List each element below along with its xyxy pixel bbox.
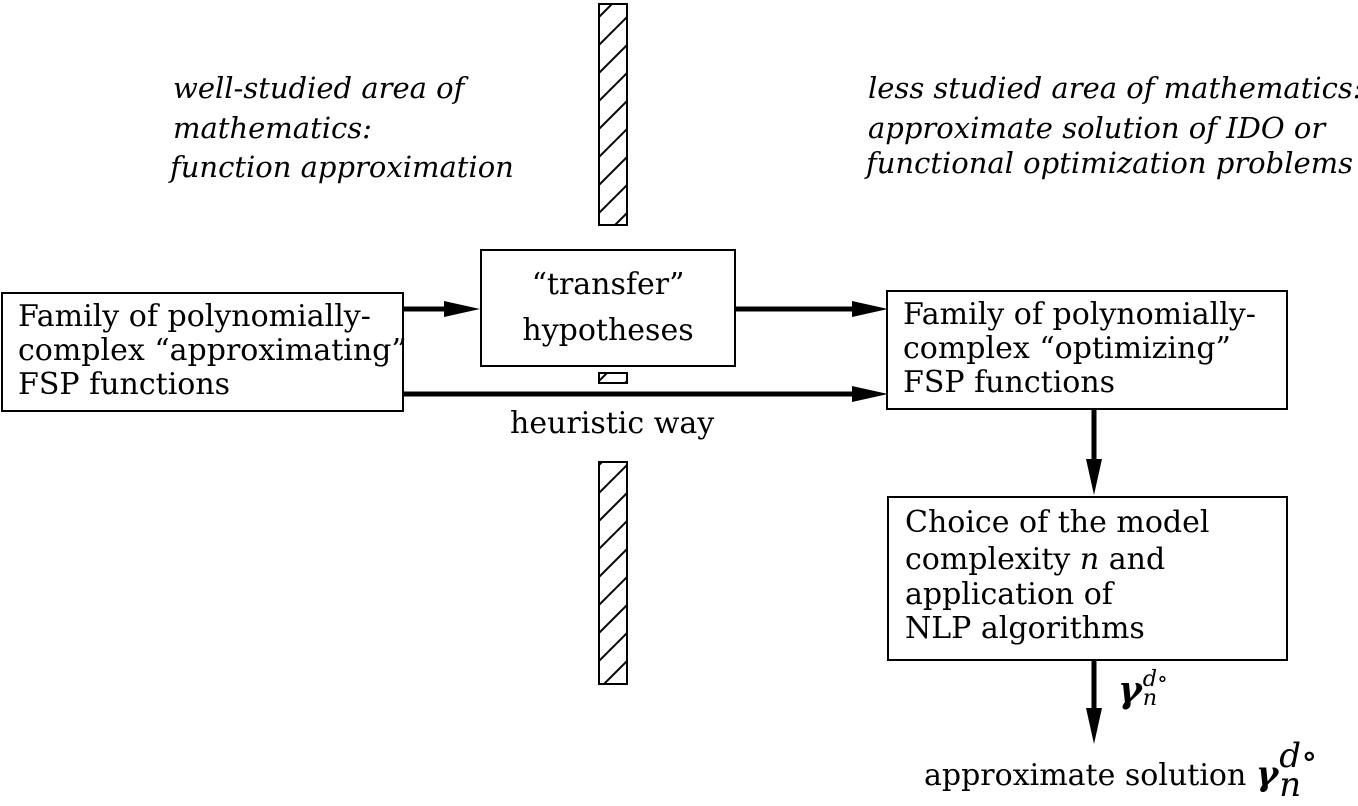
- left-area-line-3: function approximation: [170, 150, 514, 184]
- bottom-barrier: [598, 461, 628, 685]
- arrow-heuristic-way: [403, 386, 888, 402]
- result-gamma-symbol: γ: [1255, 753, 1279, 794]
- choice-box-line-2-prefix: complexity: [905, 542, 1080, 577]
- optimizing-functions-box: [886, 290, 1288, 410]
- choice-box-line-1: Choice of the model: [905, 505, 1210, 540]
- gamma-symbol: γ: [1118, 669, 1142, 711]
- diagram-graphics: [403, 3, 1102, 744]
- right-area-line-2: approximate solution of IDO or: [868, 111, 1326, 145]
- choice-box-line-4: NLP algorithms: [905, 611, 1145, 646]
- arrow-optim-to-choice: [1086, 410, 1102, 495]
- arrow-approx-to-transfer: [403, 301, 480, 317]
- approx-box-line-1: Family of polynomially-: [18, 299, 371, 334]
- result-prefix: approximate solution: [924, 757, 1256, 793]
- gamma-subscript: n: [1142, 685, 1158, 711]
- optim-box-line-2: complex “optimizing”: [903, 331, 1231, 366]
- result-gamma-indices: d∘n: [1279, 736, 1318, 802]
- left-area-line-2: mathematics:: [173, 111, 372, 145]
- small-barrier: [598, 372, 628, 384]
- left-area-line-1: well-studied area of: [173, 71, 465, 105]
- heuristic-way-label: heuristic way: [510, 406, 715, 441]
- top-barrier: [598, 3, 628, 226]
- choice-box-line-3: application of: [905, 577, 1113, 612]
- approx-box-line-2: complex “approximating”: [18, 333, 407, 368]
- result-gamma-superscript: d∘: [1279, 736, 1318, 776]
- gamma-superscript: d∘: [1142, 666, 1168, 693]
- optim-box-line-1: Family of polynomially-: [903, 297, 1256, 332]
- transfer-box-line-2: hypotheses: [522, 313, 694, 348]
- transfer-box-line-1: “transfer”: [531, 267, 685, 302]
- approx-box-line-3: FSP functions: [18, 367, 231, 402]
- optim-box-line-3: FSP functions: [903, 365, 1116, 400]
- diagram: well-studied area of mathematics: functi…: [1, 3, 1358, 802]
- gamma-indices: d∘n: [1142, 666, 1168, 711]
- complexity-variable: n: [1079, 542, 1100, 577]
- choice-box-line-2-suffix: and: [1099, 542, 1166, 577]
- model-choice-box: [887, 496, 1288, 661]
- approximating-functions-box: [1, 292, 404, 412]
- arrow-choice-to-result: [1086, 660, 1102, 744]
- right-area-line-1: less studied area of mathematics:: [868, 71, 1358, 105]
- choice-box-line-2: complexity n and: [905, 545, 1165, 575]
- transfer-hypotheses-box: [480, 249, 736, 367]
- right-area-line-3: functional optimization problems: [866, 146, 1354, 180]
- arrow-transfer-to-optim: [735, 301, 888, 317]
